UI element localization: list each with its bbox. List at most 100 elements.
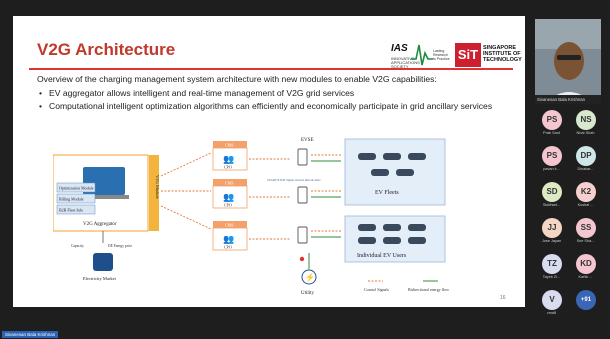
title-divider <box>29 68 513 70</box>
fleet-info-box <box>56 204 96 215</box>
cpo-box <box>212 185 248 209</box>
participant-avatar: NS <box>576 110 596 130</box>
participant-name: Kartik ... <box>578 275 593 279</box>
car-icons-users <box>358 224 426 244</box>
speaker-video[interactable] <box>535 19 601 103</box>
participant-name: Dinakar... <box>577 167 594 171</box>
overview-text: Overview of the charging management syst… <box>37 74 437 84</box>
participant-avatar: PS <box>542 146 562 166</box>
participant-name: Kushal ... <box>577 203 594 207</box>
cpo-evse-links <box>249 158 291 240</box>
participant-avatar: TZ <box>542 254 562 274</box>
utility-indicator <box>299 256 305 262</box>
page-number: 16 <box>500 295 506 301</box>
participant-name: Tayeb Zi... <box>542 275 561 279</box>
sit-logo-mark: SiT <box>455 43 481 67</box>
cpo-stack-3: CMS 👥 CPO <box>212 221 248 251</box>
evse-label: EVSE <box>301 138 314 143</box>
bottom-bar <box>0 330 610 339</box>
pylon-icon: ⚡ <box>305 272 315 282</box>
ias-logo: IAS INNOVATIVE APPLICATIONS SOCIETY Last… <box>391 41 451 69</box>
participant-name: Jose Jayan <box>541 239 562 243</box>
participant-avatar: K2 <box>576 182 596 202</box>
cms-label: CMS <box>225 143 233 148</box>
participant-avatar: JJ <box>542 218 562 238</box>
participant-name: Siddhart... <box>542 203 561 207</box>
legend-control-label: Control Signals <box>364 287 389 292</box>
electricity-market-icon <box>93 253 113 271</box>
ias-logo-tagline: Lasting Research to Practice <box>433 49 450 61</box>
people-icon: 👥 <box>223 234 234 244</box>
speaker-name-label: Sivanesan Bala Krishnan <box>535 95 601 104</box>
energy-price-label: DE Energy price <box>108 244 132 248</box>
participant-name: Prab Sant <box>543 131 560 135</box>
cpo-stack-2: CMS 👥 CPO <box>212 179 248 209</box>
participant-avatar: KD <box>576 254 596 274</box>
cms-box <box>213 179 247 186</box>
evse-fleet-links <box>311 154 341 238</box>
participant-name: Sne Sha... <box>576 239 595 243</box>
cpo-label: CPO <box>224 245 232 250</box>
participant-tile[interactable]: +91 <box>569 290 602 321</box>
cpo-stack-1: CMS 👥 CPO <box>212 141 248 171</box>
electricity-market-label: Electricity Market <box>83 276 117 281</box>
ev-users-label: Individual EV Users <box>357 253 407 259</box>
cms-label: CMS <box>225 223 233 228</box>
cpo-label: CPO <box>224 203 232 208</box>
utility-label: Utility <box>301 291 315 296</box>
presenter-label: Sivanesan Bala Krishnan <box>2 331 59 338</box>
slide-title: V2G Architecture <box>37 40 176 59</box>
utility-icon <box>301 269 317 285</box>
charger-icons <box>297 148 308 244</box>
participant-name: vmd8 <box>546 311 557 315</box>
cpo-box <box>212 227 248 251</box>
sit-logo: SiT SINGAPORE INSTITUTE OF TECHNOLOGY <box>455 43 523 67</box>
cms-label: CMS <box>225 181 233 186</box>
ev-fleets-panel <box>344 138 446 206</box>
presentation-slide: V2G Architecture IAS INNOVATIVE APPLICAT… <box>13 16 525 307</box>
participant-avatar: +91 <box>576 290 596 310</box>
v2g-module-bar <box>149 155 159 231</box>
cpo-box <box>212 147 248 171</box>
participant-avatar: SS <box>576 218 596 238</box>
signal-text: START/STOP Signal Arrival time & Data <box>267 178 321 182</box>
participant-avatar: SD <box>542 182 562 202</box>
legend-energy-label: Bidirectional energy flow <box>408 287 449 292</box>
ias-logo-subtitle: INNOVATIVE APPLICATIONS SOCIETY <box>391 56 420 69</box>
participant-name: pavan k... <box>543 167 560 171</box>
capacity-label: Capacity <box>71 244 84 248</box>
laptop-base <box>79 195 129 199</box>
people-icon: 👥 <box>223 192 234 202</box>
sit-logo-name: SINGAPORE INSTITUTE OF TECHNOLOGY <box>483 45 522 63</box>
participant-avatar: PS <box>542 110 562 130</box>
car-icons-fleet <box>358 153 426 176</box>
ias-logo-word: IAS <box>391 43 408 54</box>
ev-fleets-label: EV Fleets <box>375 190 399 196</box>
architecture-diagram: Optimization Module Billing Module B2B F… <box>53 138 449 296</box>
billing-module-box <box>56 193 96 204</box>
v2g-module-label: V2G Module <box>155 175 160 199</box>
optimization-module-label: Optimization Module <box>59 186 94 191</box>
ias-pulse-icon <box>411 44 433 66</box>
speaker-avatar <box>535 19 601 103</box>
participant-avatar: V <box>542 290 562 310</box>
bullet-item: Computational intelligent optimization a… <box>37 101 507 112</box>
people-icon: 👥 <box>223 154 234 164</box>
cms-box <box>213 141 247 148</box>
aggregator-label: V2G Aggregator <box>83 222 117 227</box>
bullet-list: EV aggregator allows intelligent and rea… <box>37 88 507 113</box>
cms-box <box>213 221 247 228</box>
optimization-module-box <box>56 182 96 193</box>
participant-avatar: DP <box>576 146 596 166</box>
